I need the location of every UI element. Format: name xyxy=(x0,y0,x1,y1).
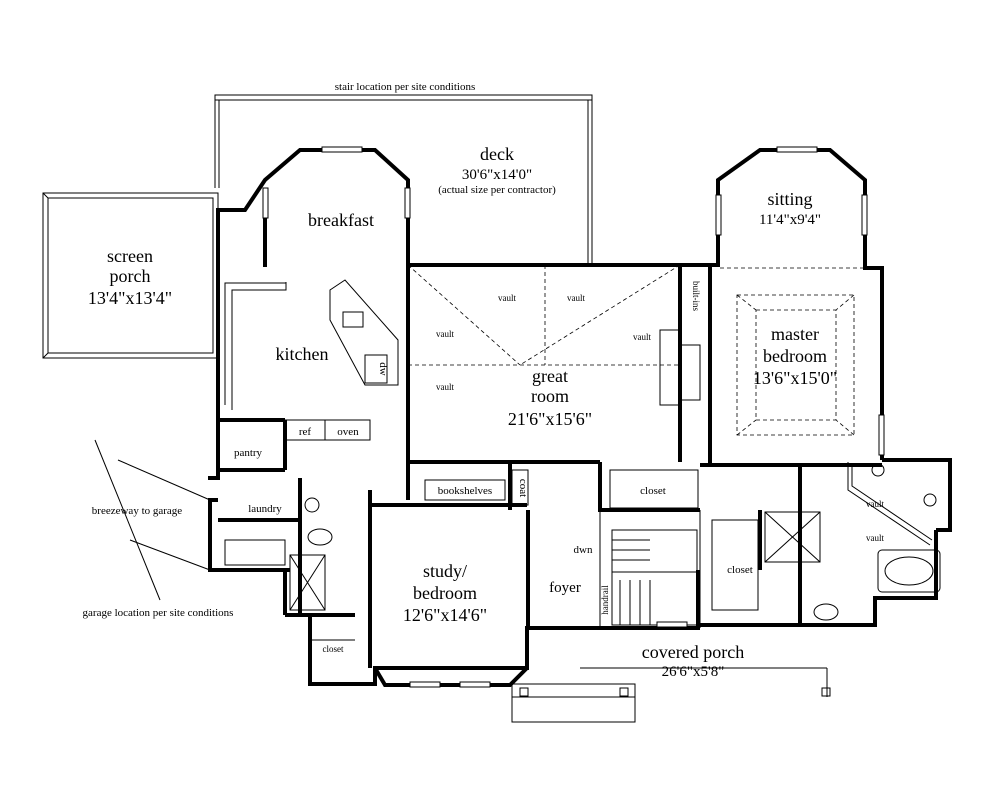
screen-porch-label: screen xyxy=(107,246,153,266)
oven-label: oven xyxy=(337,426,359,438)
great-room-size: 21'6"x15'6" xyxy=(508,409,592,429)
vault-label-2: vault xyxy=(567,293,585,303)
bookshelves-label: bookshelves xyxy=(438,485,492,497)
interior-walls xyxy=(218,265,882,668)
screen-porch-size: 13'4"x13'4" xyxy=(88,288,172,308)
master-bedroom-size: 13'6"x15'0" xyxy=(753,368,837,388)
master-bedroom-label-2: bedroom xyxy=(763,346,827,366)
kitchen-label: kitchen xyxy=(276,344,329,364)
vault-label-1: vault xyxy=(498,293,516,303)
vault-label-6: vault xyxy=(866,499,884,509)
closet-label-1: closet xyxy=(640,485,666,497)
built-ins-label: built-ins xyxy=(691,281,701,311)
closet-label-2: closet xyxy=(727,564,753,576)
garage-location-note: garage location per site conditions xyxy=(83,607,234,619)
laundry-label: laundry xyxy=(248,503,282,515)
breakfast-label: breakfast xyxy=(308,210,374,230)
windows xyxy=(262,146,885,688)
dwn-label: dwn xyxy=(574,544,593,556)
handrail-label: handrail xyxy=(600,585,610,615)
great-room-label: great xyxy=(532,366,568,386)
sitting-size: 11'4"x9'4" xyxy=(759,212,821,228)
vault-label-4: vault xyxy=(633,332,651,342)
study-size: 12'6"x14'6" xyxy=(403,605,487,625)
stair xyxy=(611,529,698,626)
deck-outline xyxy=(214,94,593,266)
deck-label: deck xyxy=(480,144,514,164)
great-room-label-2: room xyxy=(531,386,569,406)
covered-porch-size: 26'6"x5'8" xyxy=(662,664,725,680)
coat-label: coat xyxy=(517,479,529,497)
vault-label-7: vault xyxy=(866,533,884,543)
detail-lines xyxy=(94,264,941,723)
dw-label: dw xyxy=(377,362,389,376)
stair-location-note: stair location per site conditions xyxy=(335,81,476,93)
foyer-label: foyer xyxy=(549,580,581,596)
covered-porch-label: covered porch xyxy=(642,642,744,662)
study-label: study/ xyxy=(423,561,467,581)
ref-label: ref xyxy=(299,426,312,438)
breezeway-note: breezeway to garage xyxy=(92,505,183,517)
study-label-2: bedroom xyxy=(413,583,477,603)
screen-porch-label-2: porch xyxy=(110,266,151,286)
deck-size: 30'6"x14'0" xyxy=(462,167,532,183)
vault-label-5: vault xyxy=(436,382,454,392)
closet-label-3: closet xyxy=(323,644,344,654)
pantry-label: pantry xyxy=(234,447,263,459)
vault-label-3: vault xyxy=(436,329,454,339)
deck-note: (actual size per contractor) xyxy=(438,184,556,196)
sitting-label: sitting xyxy=(767,189,812,209)
master-bedroom-label: master xyxy=(771,324,819,344)
